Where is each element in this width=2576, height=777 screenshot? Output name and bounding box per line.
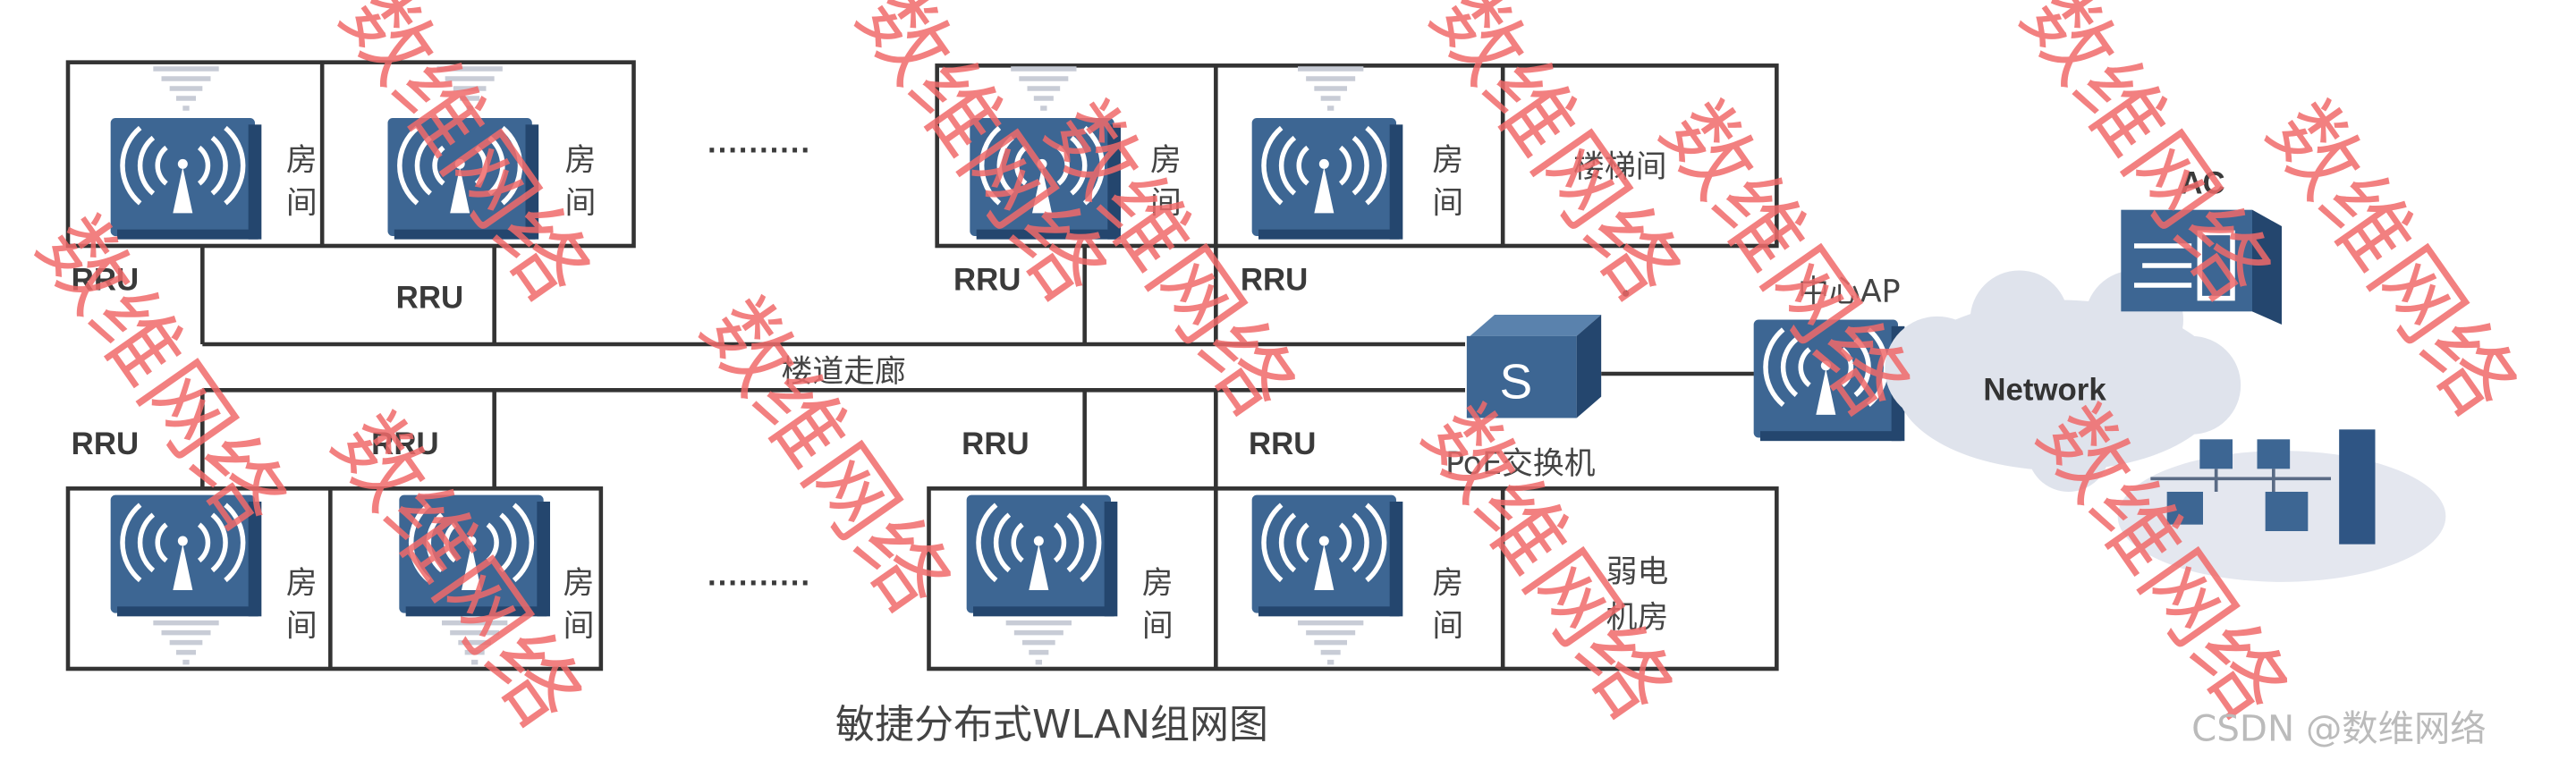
- rru-label: RRU: [72, 263, 139, 298]
- rru-label: RRU: [1249, 427, 1316, 461]
- rru-label: RRU: [371, 427, 438, 461]
- ellipsis-top: ··········: [708, 133, 811, 168]
- client-computers-icon: [2117, 429, 2446, 582]
- corridor-label: 楼道走廊: [782, 354, 906, 390]
- rru-label: RRU: [953, 263, 1021, 298]
- ac-controller-icon: [2121, 209, 2282, 325]
- rru-label: RRU: [72, 427, 139, 461]
- diagram-caption: 敏捷分布式WLAN组网图: [835, 702, 1268, 747]
- network-label: Network: [1983, 372, 2106, 407]
- ac-label: AC: [2180, 165, 2224, 200]
- switch-glyph: S: [1500, 354, 1533, 410]
- poe-switch-icon: S: [1466, 315, 1602, 418]
- rru-labels: RRU RRU RRU RRU RRU RRU RRU RRU: [72, 263, 1317, 461]
- rru-label: RRU: [962, 427, 1029, 461]
- rru-label: RRU: [396, 281, 463, 316]
- equipment-room-label: 机房: [1606, 600, 1669, 636]
- network-cloud-icon: [1885, 270, 2241, 492]
- switch-label: PoE交换机: [1445, 446, 1596, 482]
- floor-plan-lines: [65, 60, 1779, 671]
- ellipsis-bottom: ··········: [708, 566, 811, 601]
- watermark-text: 数维网络: [2248, 84, 2535, 433]
- rru-label: RRU: [1241, 263, 1308, 298]
- stairwell-label: 楼梯间: [1573, 149, 1667, 185]
- equipment-room-label: 弱电: [1606, 554, 1669, 590]
- csdn-credit: CSDN @数维网络: [2191, 708, 2486, 750]
- central-ap-label: 中心AP: [1798, 274, 1900, 309]
- watermark-text: 数维网络: [313, 396, 600, 745]
